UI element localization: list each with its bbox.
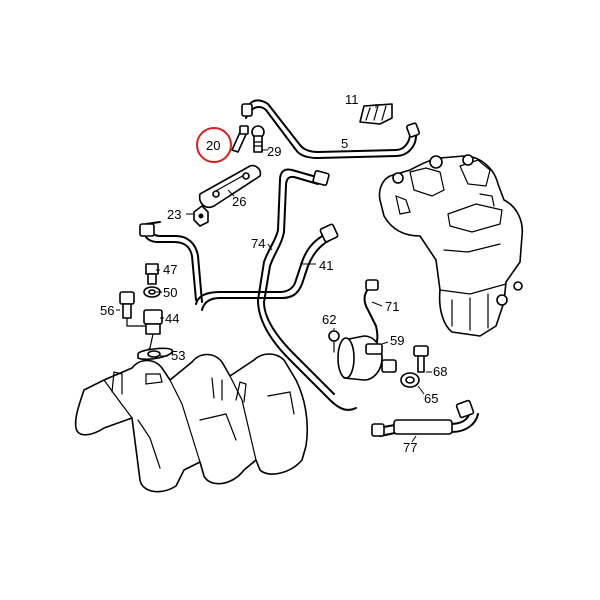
fitting-77a (371, 423, 385, 437)
leader-lines (116, 104, 432, 443)
intake-manifold (74, 353, 309, 493)
callout-44: 44 (165, 311, 179, 326)
fuel-line-41-inner (201, 239, 331, 311)
damper-77 (393, 419, 453, 435)
clamp-65 (400, 372, 420, 388)
callout-29: 29 (267, 144, 281, 159)
fitting-47 (145, 263, 159, 285)
fitting-71 (365, 279, 379, 291)
bolt-68 (413, 345, 429, 373)
callout-59: 59 (390, 333, 404, 348)
callout-56: 56 (100, 303, 114, 318)
fuel-line-71 (363, 283, 379, 347)
callout-11: 11 (345, 92, 359, 107)
callout-65: 65 (424, 391, 438, 406)
callout-26: 26 (232, 194, 246, 209)
pressure-regulator-59 (337, 335, 397, 381)
callout-23: 23 (167, 207, 181, 222)
fuel-line-74 (257, 168, 357, 411)
callout-20: 20 (206, 138, 220, 153)
bracket-26 (198, 164, 262, 209)
clip-11 (359, 103, 393, 125)
screw-29 (251, 125, 265, 153)
fitting-77b (455, 399, 475, 419)
callout-68: 68 (433, 364, 447, 379)
callout-62: 62 (322, 312, 336, 327)
screw-62 (328, 330, 340, 353)
callout-71: 71 (385, 299, 399, 314)
fuel-line-74-inner (263, 175, 335, 395)
fitting-20 (231, 125, 249, 153)
callout-41: 41 (319, 258, 333, 273)
valve-44 (139, 309, 163, 357)
nut-23 (193, 205, 209, 227)
fuel-line-41 (195, 233, 327, 305)
callout-50: 50 (163, 285, 177, 300)
fitting-5a (241, 103, 253, 117)
callout-53: 53 (171, 348, 185, 363)
throttle-body-housing (378, 154, 524, 337)
fitting-41 (319, 223, 339, 243)
callout-77: 77 (403, 440, 417, 455)
fitting-74 (312, 170, 330, 186)
gasket-53 (137, 347, 173, 361)
callout-47: 47 (163, 262, 177, 277)
fuel-line-5-inner (245, 106, 417, 159)
callout-5: 5 (341, 136, 348, 151)
fitting-left (139, 223, 155, 237)
highlight-circle (196, 127, 232, 163)
washer-50-hole (148, 289, 156, 295)
fitting-5b (406, 122, 420, 138)
fuel-line-5 (245, 99, 413, 153)
callout-74: 74 (251, 236, 265, 251)
sensor-56 (119, 291, 147, 327)
